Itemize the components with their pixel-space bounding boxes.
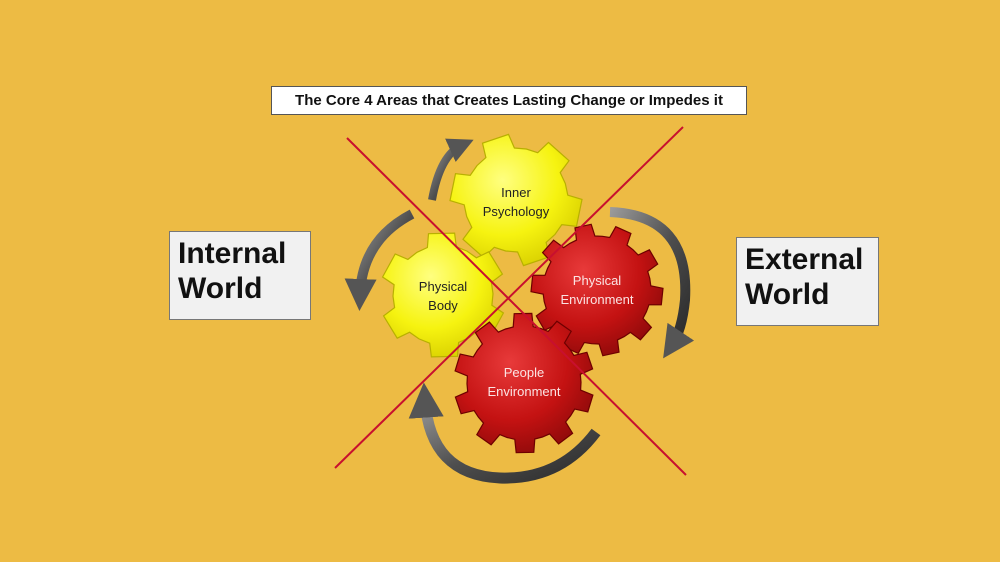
internal-world-line2: World — [178, 272, 263, 306]
diagram-title: The Core 4 Areas that Creates Lasting Ch… — [271, 86, 747, 115]
arrow-right — [609, 207, 695, 359]
arrow-bottom — [408, 382, 601, 484]
cross-line-2 — [334, 126, 684, 469]
internal-world-box: Internal World — [169, 231, 311, 320]
external-world-line2: World — [745, 278, 830, 312]
arrow-left-top — [428, 138, 474, 201]
cross-line-1 — [346, 137, 687, 476]
external-world-line1: External — [745, 243, 864, 276]
arrow-left — [344, 209, 415, 311]
gear-physical-environment — [530, 223, 664, 357]
gear-inner-psychology — [449, 133, 583, 267]
internal-world-line1: Internal — [178, 237, 287, 270]
external-world-box: External World — [736, 237, 879, 326]
